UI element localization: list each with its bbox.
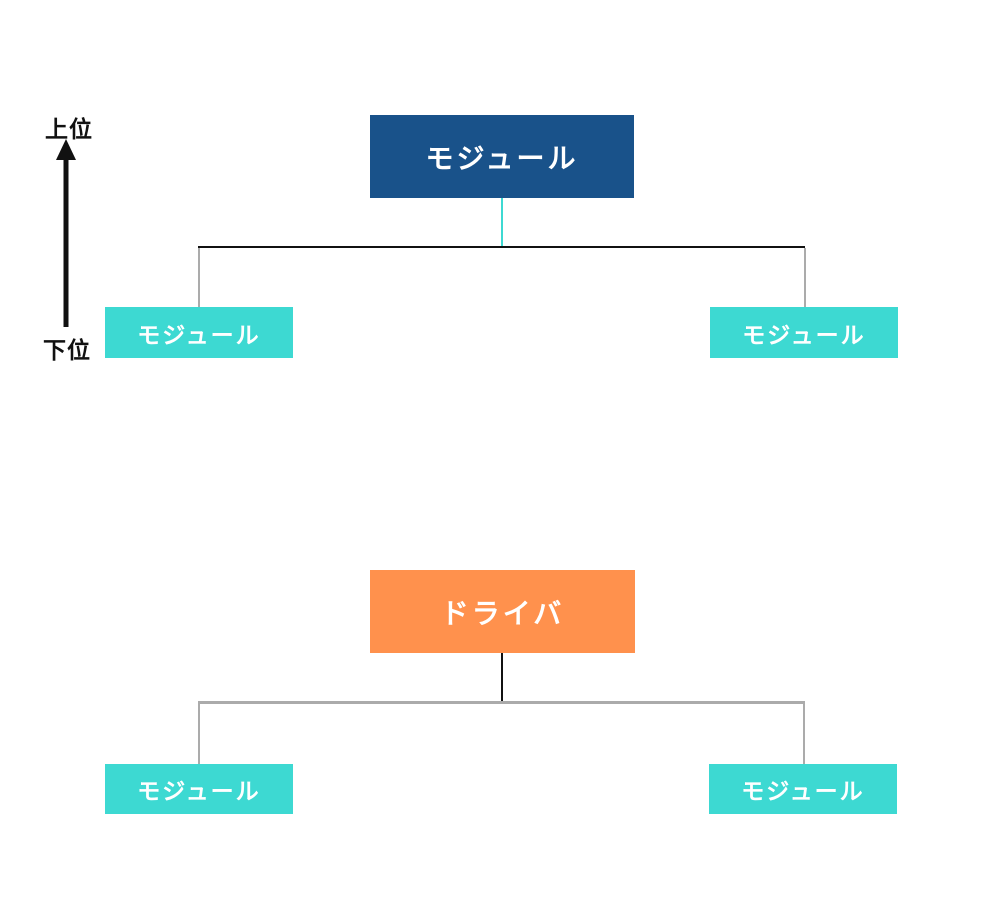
- connector-drop-bottom-right: [803, 704, 805, 764]
- axis-bottom-label: 下位: [43, 337, 91, 363]
- module-child-right-label: モジュール: [742, 321, 866, 348]
- module-child-right-box: モジュール: [710, 307, 898, 358]
- connector-drop-top-right: [804, 248, 806, 307]
- connector-drop-top-left: [198, 248, 200, 307]
- up-arrow-icon: [56, 139, 76, 327]
- module-child-left-label: モジュール: [137, 321, 261, 348]
- connector-rail-bottom: [198, 701, 805, 704]
- driver-child-right-box: モジュール: [709, 764, 897, 814]
- connector-stem-bottom: [501, 653, 503, 702]
- module-root-box: モジュール: [370, 115, 634, 198]
- module-child-left-box: モジュール: [105, 307, 293, 358]
- driver-child-left-box: モジュール: [105, 764, 293, 814]
- driver-root-box: ドライバ: [370, 570, 635, 653]
- driver-root-label: ドライバ: [440, 597, 565, 629]
- axis-top-label: 上位: [45, 116, 93, 142]
- connector-rail-top: [198, 246, 805, 248]
- connector-stem-top: [501, 198, 503, 247]
- connector-drop-bottom-left: [198, 704, 200, 764]
- driver-child-left-label: モジュール: [137, 778, 261, 804]
- module-root-label: モジュール: [425, 142, 579, 174]
- driver-child-right-label: モジュール: [741, 778, 865, 804]
